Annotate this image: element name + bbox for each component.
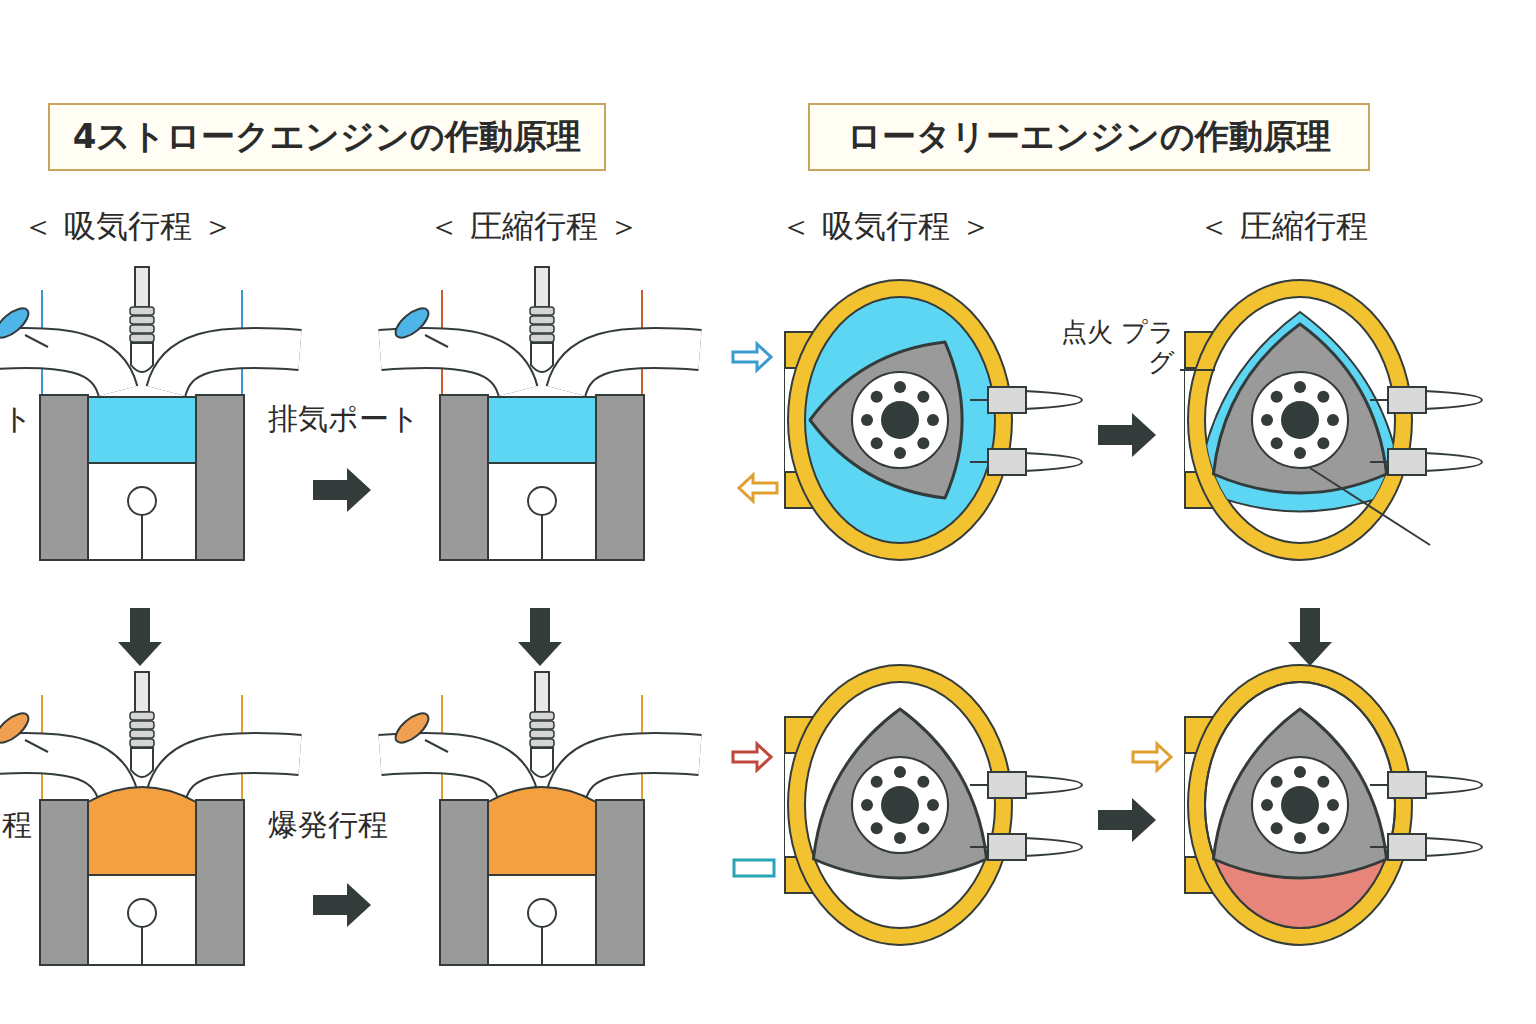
rotary-figure [1185,665,1482,945]
flow-indicator [733,344,771,370]
flow-indicator [1133,744,1171,770]
title-box: 4ストロークエンジンの作動原理 [48,103,606,171]
stage-label: 程 [2,808,32,843]
title-box: ロータリーエンジンの作動原理 [808,103,1370,171]
title-text: 4ストロークエンジンの作動原理 [73,114,582,160]
flow-arrow [118,608,162,666]
flow-arrow [1288,608,1332,666]
flow-arrow [1098,413,1156,457]
rotary-figure [1185,280,1482,560]
rotary-figure [785,665,1082,945]
stage-label: ＜ 吸気行程 ＞ [780,208,992,245]
stage-label: 爆発行程 [268,808,388,843]
stage-label: ＜ 圧縮行程 ＞ [428,208,640,245]
flow-arrow [313,468,371,512]
flow-arrow [1098,798,1156,842]
cylinder-figure [0,672,300,965]
flow-indicator [734,860,774,876]
stage-label: ＜ 圧縮行程 [1198,208,1368,245]
flow-arrow [518,608,562,666]
leader-line [1310,468,1430,545]
cylinder-figure [380,267,700,560]
flow-arrow [313,883,371,927]
cylinder-figure [380,672,700,965]
stage-label: ト [2,402,33,437]
stage-label: ＜ 吸気行程 ＞ [22,208,234,245]
cylinder-figure [0,267,300,560]
flow-indicator [733,744,771,770]
flow-indicator [739,475,777,501]
part-label: 点火 プラグ [1060,318,1175,378]
leader-line [1180,369,1215,371]
rotary-figure [785,280,1082,560]
part-label: 排気ポート [268,402,420,437]
title-text: ロータリーエンジンの作動原理 [847,114,1331,160]
